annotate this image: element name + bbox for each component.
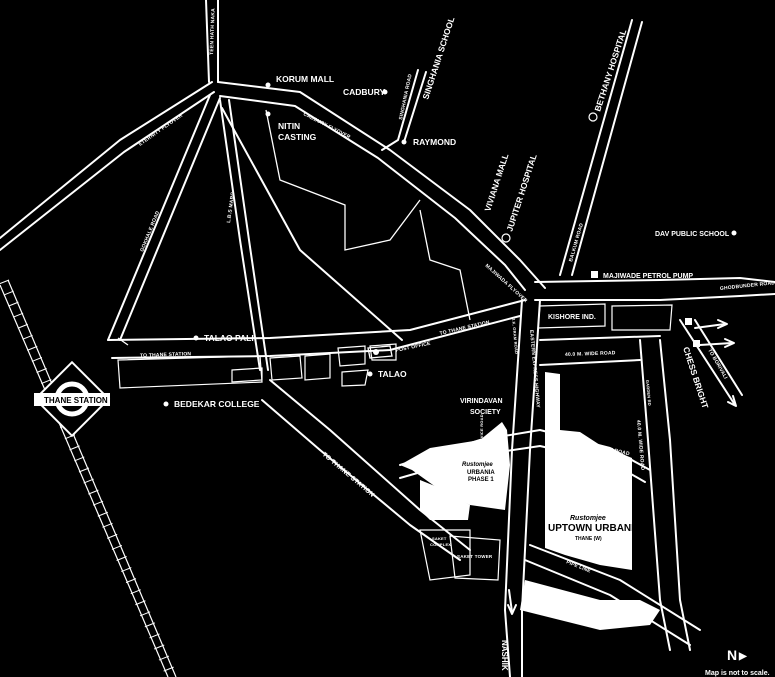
landmark-saket-complex-2: COMPLEX [430,542,451,547]
compass-arrow-icon: ▶ [738,651,748,662]
project-urbania-phase1 [400,422,510,520]
phase1-brand: Rustomjee [462,462,493,468]
landmark-bedekar-college: BEDEKAR COLLEGE [174,399,260,409]
landmark-talao-pali: TALAO PALI [204,333,254,343]
rail-tie [149,633,160,639]
thane-station-label: THANE STATION [44,396,108,405]
phase1-line2: PHASE 1 [468,477,494,483]
landmark-nitin-line2: CASTING [278,132,317,142]
compass: N ▶ [727,647,748,663]
rail-tie [41,379,52,385]
rail-tie [135,600,146,606]
rail-tie [102,522,113,528]
landmark-saket-tower: SAKET TOWER [457,554,493,559]
rail-tie [125,578,137,584]
road-jk-gram: J.K. GRAM ROAD [511,318,519,355]
road-eastern-express-highway: EASTERN EXPRESS HIGHWAY [528,330,541,409]
footer-note: Map is not to scale. [705,670,770,677]
rail-tie [3,290,14,296]
rail-tie [144,622,156,628]
rail-tie [97,511,108,517]
road-garden: GARDEN RD [645,380,652,406]
landmark-chess-bright: CHESS BRIGHT [681,346,711,411]
rail-tie [74,456,85,462]
rail-tie [17,323,29,329]
road-post-office: POST OFFICE [395,341,431,354]
uptown-brand: Rustomjee [570,515,606,522]
rail-tie [12,312,24,318]
road-nashik: NASHIK [500,640,509,671]
landmark-viviana-mall: VIVIANA MALL [482,152,510,212]
rail-tie [8,301,19,307]
rail-tie [111,544,123,550]
rail-tie [27,345,38,351]
uptown-title: UPTOWN URBANIA [548,523,641,534]
landmark-jupiter-hospital: JUPITER HOSPITAL [504,153,538,233]
landmark-cadbury: CADBURY [343,87,386,97]
rail-tie [154,644,165,650]
road-ghodbunder: GHODBUNDER ROAD [720,280,775,292]
rail-tie [121,567,132,573]
landmark-kishore-ind: KISHORE IND. [548,314,596,321]
landmark-virindavan-line2: SOCIETY [470,409,501,416]
road-eternity-flyover: ETERNITY FLYOVER [138,113,185,148]
uptown-subtitle: THANE (W) [575,536,602,542]
rail-tie [116,556,127,561]
road-pipe-line: PIPE LINE [565,559,592,574]
landmark-virindavan-line1: VIRINDAVAN [460,398,503,405]
landmark-singhania-school: SINGHANIA SCHOOL [420,16,456,101]
rail-tie [88,489,99,495]
landmark-korum-mall: KORUM MALL [276,74,334,84]
road-teen-hath-naka: TEEN HATH NAKA [209,8,217,55]
road-service: SERVICE ROAD [479,414,484,447]
rail-tie [139,611,151,617]
rail-tie [69,445,80,451]
road-majiwada-flyover: MAJIWADA FLYOVER [484,263,529,304]
rail-tie [0,279,10,285]
landmark-majiwade-petrol-pump: MAJIWADE PETROL PUMP [603,273,693,280]
project-uptown-urbania [520,372,660,630]
landmark-nitin-line1: NITIN [278,121,300,131]
thane-station-marker [33,360,111,438]
phase1-line1: URBANIA [467,470,495,476]
landmark-talao: TALAO [378,369,407,379]
road-to-thane-station-1: TO THANE STATION [140,351,192,359]
road-to-thane-station-2: TO THANE STATION [439,320,490,337]
rail-tie [22,334,33,340]
compass-letter: N [727,647,737,663]
rail-tie [78,467,90,473]
rail-tie [83,478,94,484]
road-40m-wide: 40.0 M. WIDE ROAD [565,350,616,358]
rail-tie [163,666,174,672]
landmark-dav-public-school: DAV PUBLIC SCHOOL [655,231,730,238]
landmark-raymond: RAYMOND [413,137,456,147]
road-40m-wide-b: 40.0 M. WIDE ROAD [635,420,645,471]
rail-tie [107,533,118,539]
rail-tie [31,356,43,362]
rail-tie [92,500,104,506]
rail-tie [130,589,141,595]
map-labels: THANE STATION TEEN HATH NAKA ETERNITY FL… [44,8,775,677]
road-lbs-marg: L.B.S MARG [226,191,236,223]
landmark-saket-complex-1: SAKET [432,536,447,541]
road-to-thane-station-3: TO THANE STATION [321,451,376,499]
rail-tie [36,368,47,373]
rail-tie [158,655,170,661]
